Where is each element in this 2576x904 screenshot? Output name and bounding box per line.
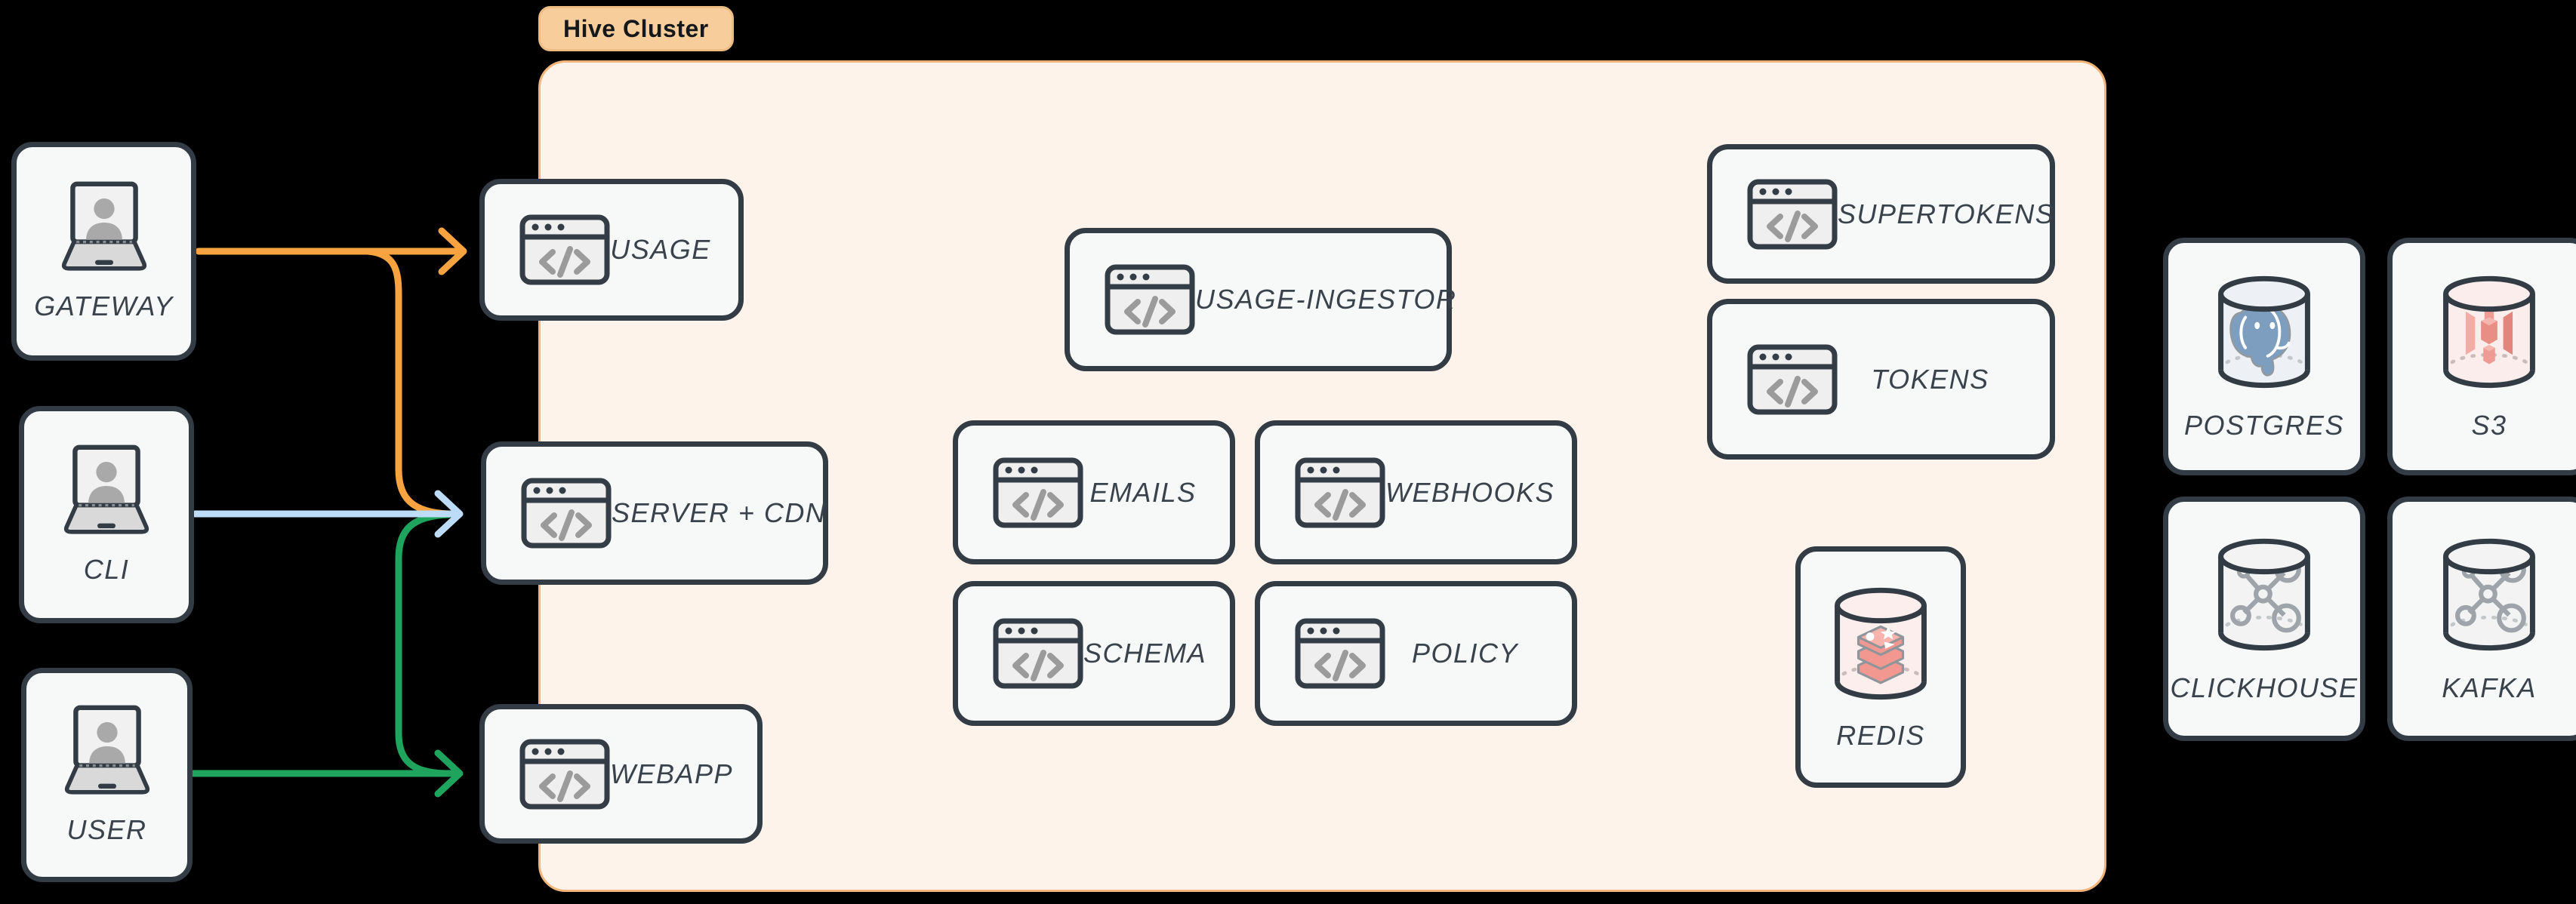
node-supertokens[interactable]: SUPERTOKENS <box>1707 144 2055 284</box>
node-schema[interactable]: SCHEMA <box>953 581 1235 726</box>
code-window-icon <box>1295 457 1385 528</box>
code-window-icon <box>1105 264 1195 335</box>
node-schema-label: SCHEMA <box>1083 638 1207 669</box>
node-postgres[interactable]: POSTGRES <box>2163 238 2365 475</box>
node-kafka[interactable]: KAFKA <box>2387 497 2576 741</box>
postgres-cylinder-icon <box>2211 272 2317 395</box>
node-cli[interactable]: CLI <box>19 406 194 623</box>
node-usage[interactable]: USAGE <box>479 179 744 321</box>
node-cli-label: CLI <box>83 554 130 585</box>
code-window-icon <box>993 618 1083 689</box>
node-usage-label: USAGE <box>610 234 711 265</box>
laptop-user-icon <box>44 180 165 271</box>
hive-cluster-frame-label[interactable]: Hive Cluster <box>538 6 734 51</box>
code-window-icon <box>521 478 612 549</box>
node-usage-ingestor[interactable]: USAGE-INGESTOR <box>1065 228 1456 371</box>
arrow-gateway <box>195 227 467 518</box>
molecule-cylinder-icon <box>2436 534 2542 657</box>
node-supertokens-label: SUPERTOKENS <box>1838 198 2055 229</box>
node-gateway-label: GATEWAY <box>34 291 174 321</box>
node-server-cdn-label: SERVER + CDN <box>612 497 827 528</box>
node-clickhouse-label: CLICKHOUSE <box>2170 672 2359 703</box>
code-window-icon <box>1747 344 1838 415</box>
node-policy-label: POLICY <box>1411 638 1519 669</box>
node-clickhouse[interactable]: CLICKHOUSE <box>2163 497 2365 741</box>
node-webapp-label: WEBAPP <box>610 758 734 789</box>
node-user[interactable]: USER <box>21 668 193 882</box>
node-policy[interactable]: POLICY <box>1255 581 1577 726</box>
node-redis-label: REDIS <box>1836 719 1925 751</box>
laptop-user-icon <box>46 444 167 534</box>
s3-cylinder-icon <box>2436 272 2542 395</box>
node-s3[interactable]: S3 <box>2387 238 2576 475</box>
code-window-icon <box>993 457 1083 528</box>
code-window-icon <box>519 214 610 285</box>
redis-cylinder-icon <box>1828 583 1934 706</box>
node-s3-label: S3 <box>2471 410 2507 441</box>
node-postgres-label: POSTGRES <box>2183 410 2345 441</box>
code-window-icon <box>519 739 610 810</box>
laptop-user-icon <box>47 704 168 795</box>
node-tokens-label: TOKENS <box>1871 363 1989 395</box>
node-webapp[interactable]: WEBAPP <box>479 704 763 844</box>
code-window-icon <box>1295 618 1385 689</box>
node-webhooks[interactable]: WEBHOOKS <box>1255 420 1577 564</box>
molecule-cylinder-icon <box>2211 534 2317 657</box>
node-emails[interactable]: EMAILS <box>953 420 1235 564</box>
code-window-icon <box>1747 179 1838 250</box>
node-kafka-label: KAFKA <box>2442 672 2537 703</box>
arrow-cli <box>191 490 464 538</box>
node-usage-ingestor-label: USAGE-INGESTOR <box>1195 284 1457 315</box>
node-gateway[interactable]: GATEWAY <box>11 142 196 361</box>
node-tokens[interactable]: TOKENS <box>1707 299 2055 460</box>
node-webhooks-label: WEBHOOKS <box>1385 476 1555 508</box>
node-server-cdn[interactable]: SERVER + CDN <box>481 441 828 585</box>
arrow-user <box>190 511 464 798</box>
node-redis[interactable]: REDIS <box>1795 546 1966 788</box>
node-emails-label: EMAILS <box>1089 476 1197 508</box>
node-user-label: USER <box>66 814 147 845</box>
